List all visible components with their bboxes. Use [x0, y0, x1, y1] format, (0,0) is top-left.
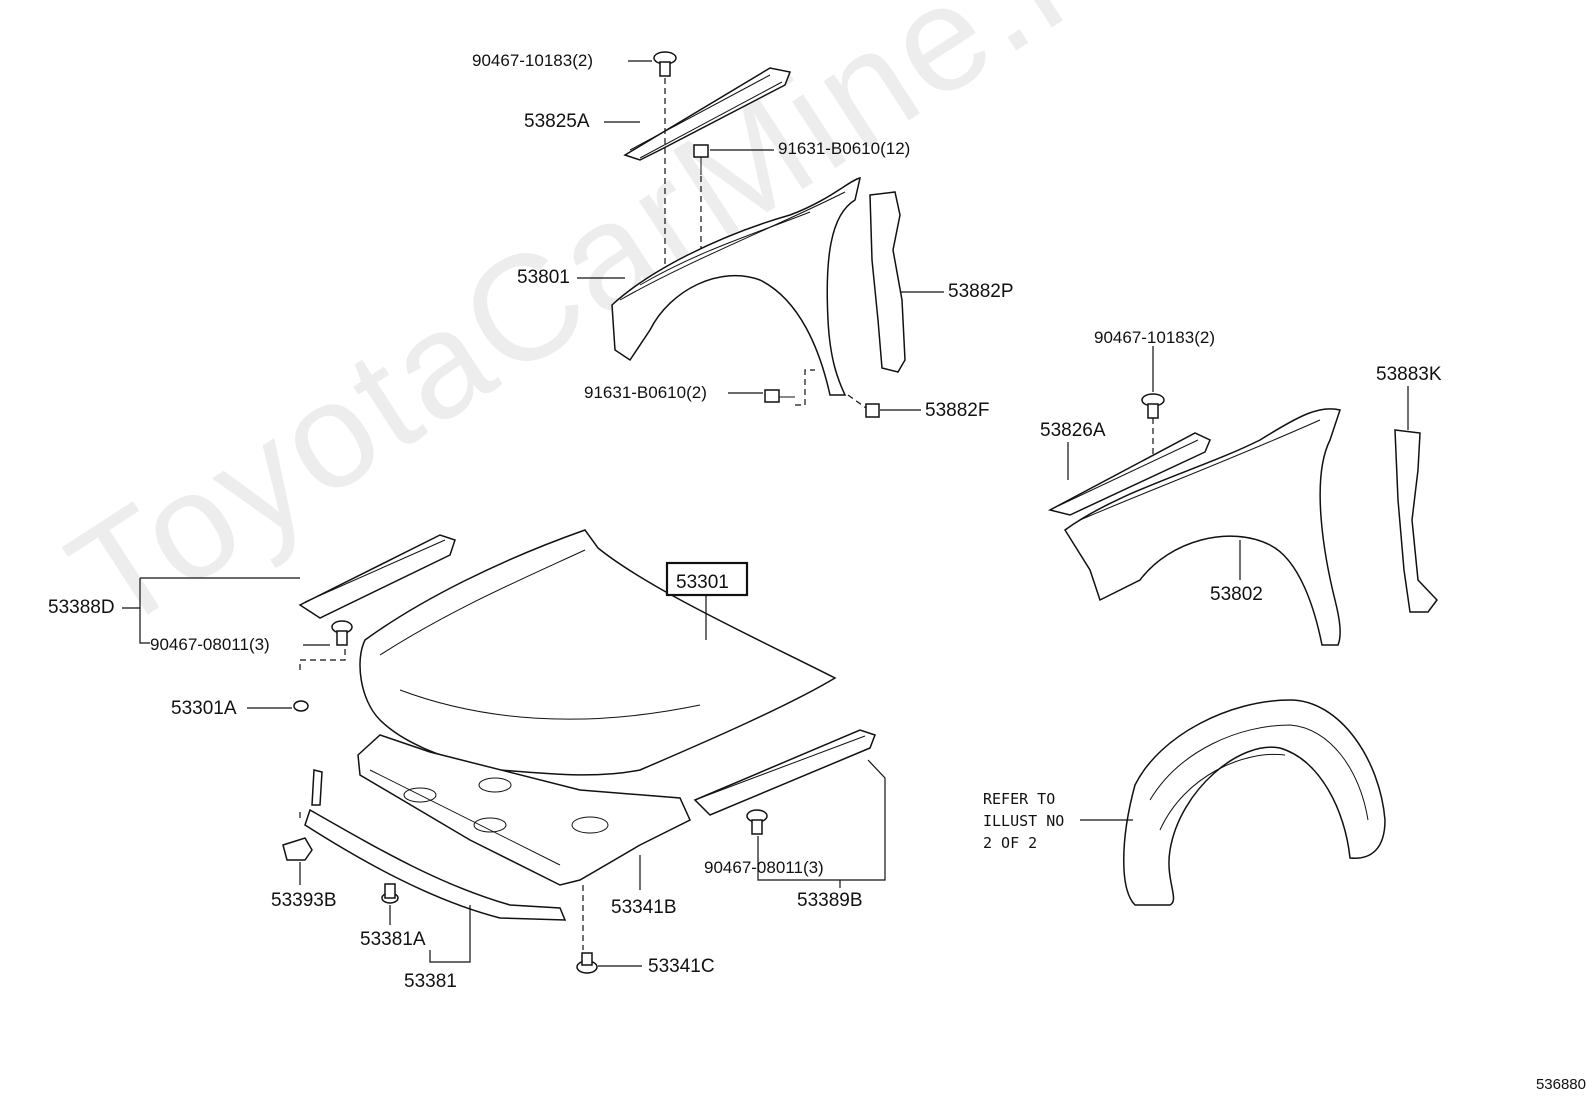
part-53883k-seal[interactable]: [1394, 429, 1438, 613]
label-53341b: 53341B: [611, 897, 677, 918]
part-53801-fender[interactable]: [611, 177, 861, 396]
refer-note-line3: 2 OF 2: [983, 834, 1037, 852]
clip-90467-08011-right-icon[interactable]: [746, 809, 768, 835]
part-53393b-bracket[interactable]: [282, 837, 313, 861]
clip-90467-08011-left-icon[interactable]: [331, 620, 353, 646]
part-53389b-strip[interactable]: [693, 729, 876, 816]
diagram-id: 536880: [1535, 1076, 1586, 1093]
part-53393b-upper-stay[interactable]: [311, 769, 323, 806]
label-91631-b0610-12: 91631-B0610(12): [778, 139, 910, 158]
label-53393b: 53393B: [271, 890, 337, 911]
label-53301: 53301: [676, 572, 729, 593]
part-53802-fender[interactable]: [1063, 408, 1341, 646]
part-53381-seal[interactable]: [304, 808, 567, 921]
refer-note-line2: ILLUST NO: [983, 812, 1064, 830]
label-90467-10183-right: 90467-10183(2): [1094, 328, 1215, 347]
label-53301a: 53301A: [171, 698, 237, 719]
refer-note-line1: REFER TO: [983, 790, 1055, 808]
label-53801: 53801: [517, 267, 570, 288]
part-53301a-cushion[interactable]: [293, 700, 309, 712]
label-53882p: 53882P: [948, 281, 1014, 302]
label-53802: 53802: [1210, 584, 1263, 605]
label-53381a: 53381A: [360, 929, 426, 950]
label-91631-b0610-2: 91631-B0610(2): [584, 383, 707, 402]
clip-90467-10183-right-icon[interactable]: [1141, 393, 1165, 419]
part-53826a-bracket[interactable]: [1047, 432, 1211, 516]
clip-53381a-icon[interactable]: [381, 883, 399, 904]
label-90467-10183-top: 90467-10183(2): [472, 51, 593, 70]
clip-53341c-icon[interactable]: [576, 952, 598, 974]
label-53825a: 53825A: [524, 111, 590, 132]
label-53381: 53381: [404, 971, 457, 992]
label-90467-08011-left: 90467-08011(3): [150, 635, 270, 654]
part-53825a-bracket[interactable]: [623, 67, 792, 161]
part-53341b-insulator[interactable]: [357, 734, 691, 886]
part-fender-liner[interactable]: [1123, 699, 1386, 906]
label-90467-08011-right: 90467-08011(3): [704, 858, 824, 877]
label-53883k: 53883K: [1376, 364, 1442, 385]
part-53882p-seal[interactable]: [869, 191, 906, 373]
part-53388d-strip[interactable]: [298, 534, 456, 619]
bolt-91631-b0610-12-icon[interactable]: [693, 144, 709, 175]
label-box-53301: [665, 561, 749, 597]
label-53826a: 53826A: [1040, 420, 1106, 441]
part-53301-hood[interactable]: [359, 529, 837, 776]
label-53389b: 53389B: [797, 890, 863, 911]
label-53341c: 53341C: [648, 956, 715, 977]
clip-53882f-icon[interactable]: [865, 403, 880, 418]
clip-90467-10183-top-icon[interactable]: [653, 51, 677, 77]
label-53882f: 53882F: [925, 400, 989, 421]
label-53388d: 53388D: [48, 597, 115, 618]
bolt-91631-b0610-2-icon[interactable]: [764, 389, 795, 403]
